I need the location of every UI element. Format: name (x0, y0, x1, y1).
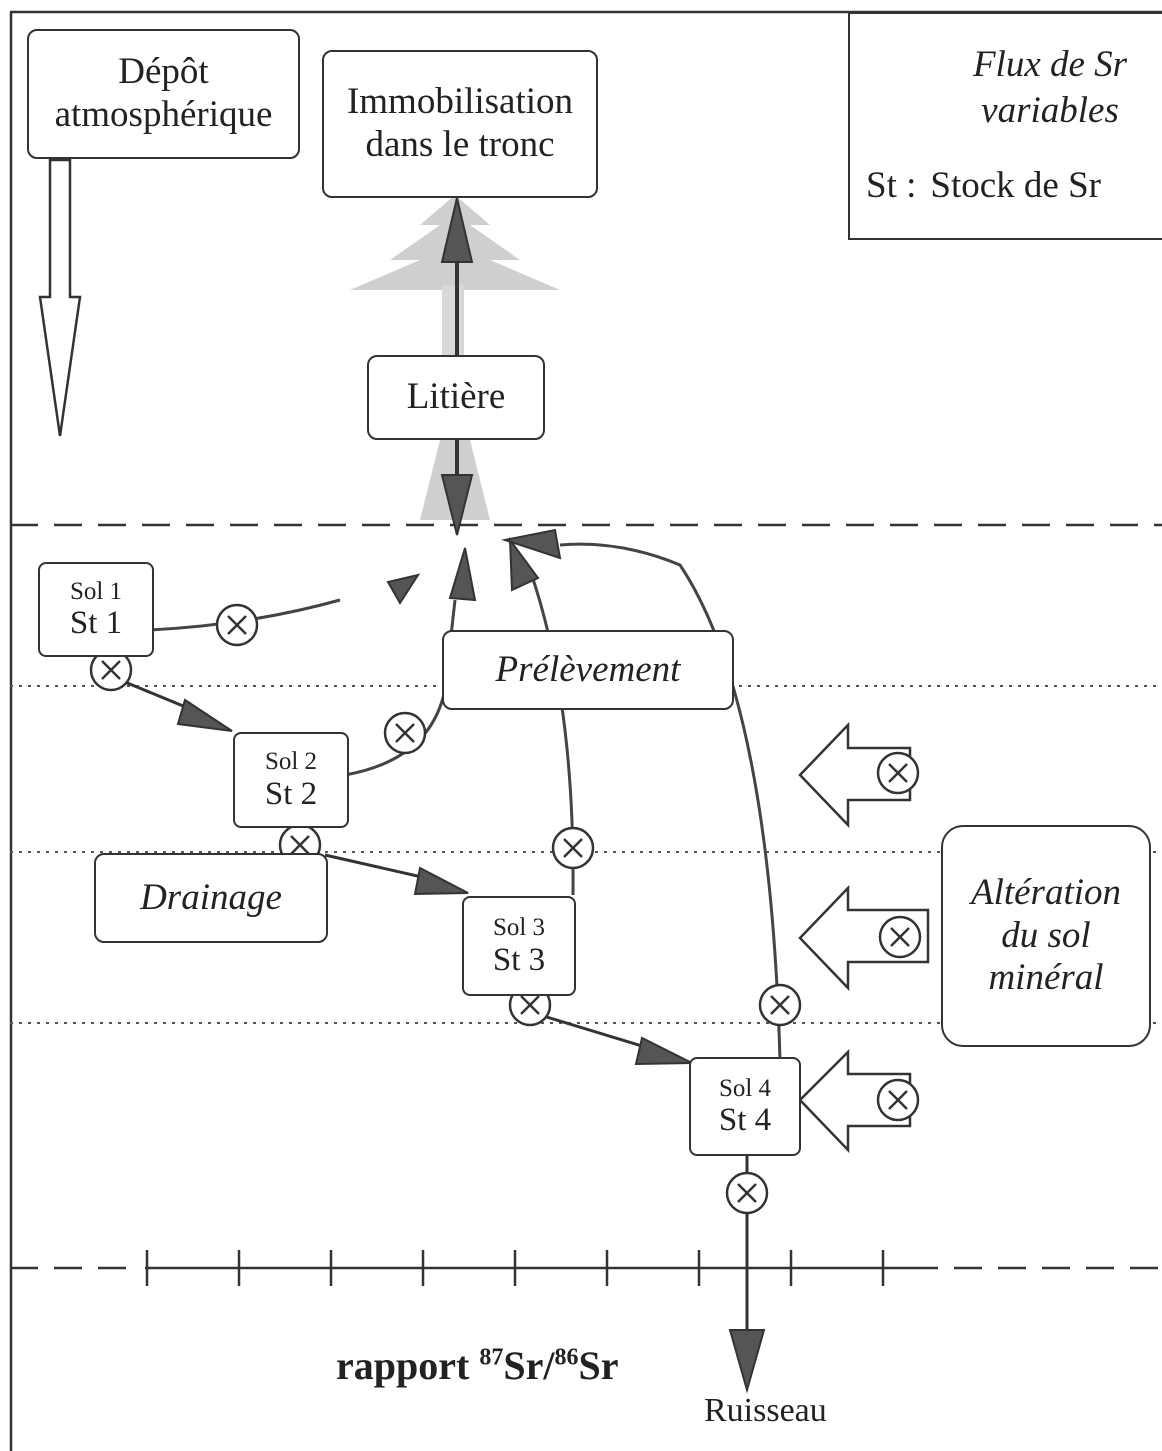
uptake-arrowhead-sol3 (508, 536, 540, 592)
drainage-arrows (119, 678, 749, 1330)
ratio-axis-label: rapport 87Sr/86Sr (336, 1343, 619, 1388)
flux-icon-weathering-3 (876, 1078, 920, 1122)
box-litiere: Litière (367, 355, 545, 440)
flux-icon-uptake-sol3 (551, 826, 595, 870)
drainage-arrowhead-outlet (728, 1329, 766, 1394)
legend-flux-text: Flux de Sr variables (972, 44, 1128, 132)
box-alteration: Altération du sol minéral (941, 825, 1151, 1047)
drainage-arrowhead-1 (176, 698, 233, 732)
uptake-arrowhead-sol2 (448, 547, 477, 602)
soil-box-4: Sol 4 St 4 (689, 1057, 801, 1156)
outlet-label: Ruisseau (704, 1392, 827, 1429)
flux-icon-uptake-sol1 (215, 603, 259, 647)
box-drainage: Drainage (94, 853, 328, 943)
legend-stock-text: St :Stock de Sr (866, 165, 1101, 206)
weathering-arrows (798, 721, 930, 1154)
drainage-arrowhead-3 (634, 1036, 693, 1066)
litter-down-arrowhead (440, 474, 474, 536)
weathering-arrow-2 (798, 884, 930, 992)
flux-icon-outlet (725, 1171, 769, 1215)
uptake-to-trunk-arrowhead (440, 197, 474, 263)
soil-box-2: Sol 2 St 2 (233, 732, 349, 828)
flux-icon-uptake-sol4 (758, 983, 802, 1027)
uptake-curve-sol4 (559, 542, 782, 1061)
uptake-arrowhead-sol4 (501, 528, 562, 560)
box-immobilisation: Immobilisation dans le tronc (322, 50, 598, 198)
soil-box-1: Sol 1 St 1 (38, 562, 154, 657)
legend: Flux de Sr variables St :Stock de Sr (848, 12, 1162, 240)
deposition-arrow (38, 158, 82, 437)
soil-box-3: Sol 3 St 3 (462, 896, 576, 996)
drainage-arrowhead-2 (413, 866, 469, 896)
uptake-arrowhead-sol1 (386, 573, 421, 605)
flux-icon-weathering-2 (878, 915, 922, 959)
flux-icon-weathering-1 (876, 751, 920, 795)
ratio-axis (10, 1250, 1162, 1286)
box-prelevement: Prélèvement (442, 630, 734, 710)
box-depot-atmospherique: Dépôt atmosphérique (27, 29, 300, 159)
flux-icon-uptake-sol2 (383, 711, 427, 755)
